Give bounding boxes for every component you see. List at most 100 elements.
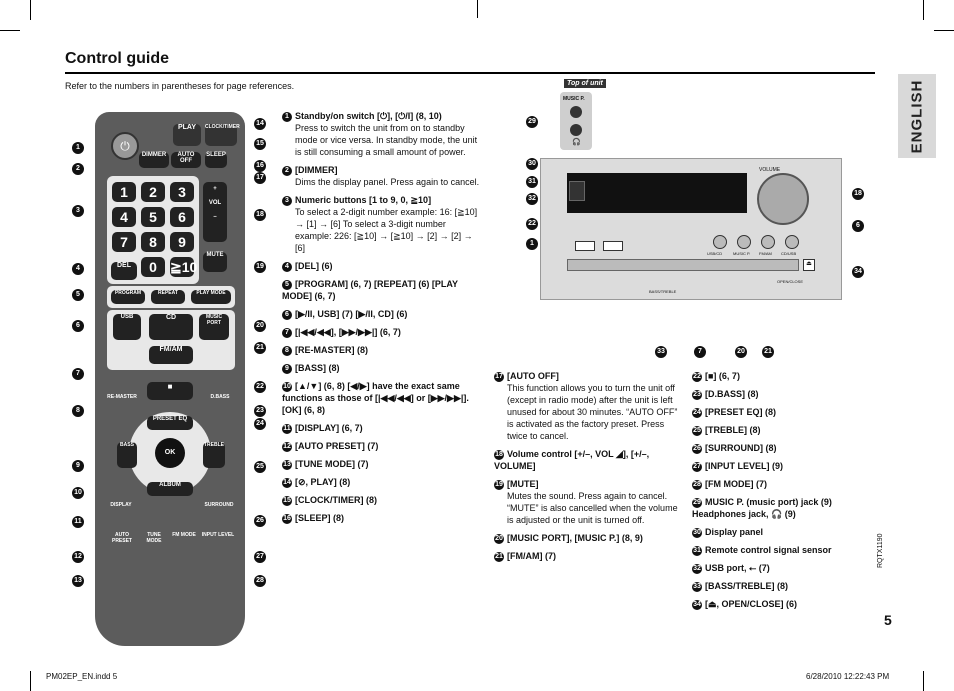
callout-18: 18	[254, 209, 266, 221]
item-number-badge: 28	[692, 479, 702, 490]
control-item: 8[RE-MASTER] (8)	[282, 344, 482, 356]
callout-20b: 20	[735, 346, 747, 358]
callout-4: 4	[72, 263, 84, 275]
fm-am-button	[761, 235, 775, 249]
bass-treble-label: BASS/TREBLE	[649, 289, 677, 294]
callout-13: 13	[72, 575, 84, 587]
stop-button	[603, 241, 623, 251]
remote-vol-key: +VOL–	[203, 182, 227, 242]
control-item: 20[MUSIC PORT], [MUSIC P.] (8, 9)	[494, 532, 684, 544]
remote-del-key: DEL	[111, 262, 137, 280]
remote-program-key: PROGRAM	[111, 290, 145, 304]
remote-digit-key: ≧10	[170, 257, 198, 277]
callout-2: 2	[72, 163, 84, 175]
usb-cd-button	[713, 235, 727, 249]
unit-caption: Top of unit	[564, 79, 606, 88]
language-tab-label: ENGLISH	[908, 79, 926, 154]
callout-17: 17	[254, 172, 266, 184]
control-item: 2[DIMMER]Dims the display panel. Press a…	[282, 164, 482, 188]
remote-digit-key: 5	[141, 207, 165, 227]
control-item: 26[SURROUND] (8)	[692, 442, 862, 454]
item-number-badge: 5	[282, 279, 292, 290]
music-p-top-label: MUSIC P.	[563, 96, 585, 102]
item-number-badge: 23	[692, 389, 702, 400]
doc-code: RQTX1190	[877, 533, 884, 569]
control-item: 27[INPUT LEVEL] (9)	[692, 460, 862, 472]
control-item-heading: 33[BASS/TREBLE] (8)	[692, 581, 788, 592]
item-number-badge: 18	[494, 449, 504, 460]
control-item: 6[▶/II, USB] (7) [▶/II, CD] (6)	[282, 308, 482, 320]
crop-mark	[30, 671, 31, 691]
callout-22: 22	[254, 381, 266, 393]
item-number-badge: 22	[692, 371, 702, 382]
remote-mute-key: MUTE	[203, 252, 227, 272]
control-item: 22[■] (6, 7)	[692, 370, 862, 382]
item-number-badge: 7	[282, 327, 292, 338]
remote-control-illustration: ⏻ PLAY CLOCK/TIMER DIMMER AUTO OFF SLEEP…	[95, 112, 245, 646]
control-item-heading: 26[SURROUND] (8)	[692, 443, 777, 454]
item-number-badge: 17	[494, 371, 504, 382]
control-item: 19[MUTE]Mutes the sound. Press again to …	[494, 478, 684, 526]
remote-display-key: DISPLAY	[110, 502, 132, 508]
item-number-badge: 31	[692, 545, 702, 556]
item-number-badge: 34	[692, 599, 702, 610]
remote-digit-key: 1	[112, 182, 136, 202]
remote-digit-key: 7	[112, 232, 136, 252]
crop-mark	[30, 0, 31, 20]
item-number-badge: 29	[692, 497, 702, 508]
remote-fm-am-key: FM/AM	[149, 346, 193, 364]
item-number-badge: 21	[494, 551, 504, 562]
control-item-heading: 10[▲/▼] (6, 8) [◀/▶] have the exact same…	[282, 381, 469, 415]
crop-mark	[923, 671, 924, 691]
remote-auto-off-key: AUTO OFF	[171, 152, 201, 168]
item-number-badge: 2	[282, 165, 292, 176]
item-number-badge: 20	[494, 533, 504, 544]
callout-8: 8	[72, 405, 84, 417]
cd-play-button	[785, 235, 799, 249]
control-item-heading: 21[FM/AM] (7)	[494, 551, 556, 562]
control-item: 28[FM MODE] (7)	[692, 478, 862, 490]
callout-20: 20	[254, 320, 266, 332]
callout-32: 32	[526, 193, 538, 205]
remote-sleep-key: SLEEP	[205, 152, 227, 168]
music-port-jack	[570, 106, 582, 118]
fm-am-label: FM/AM	[759, 251, 772, 256]
item-number-badge: 16	[282, 513, 292, 524]
item-number-badge: 33	[692, 581, 702, 592]
remote-d-bass-key: D.BASS	[210, 394, 230, 400]
usb-port	[569, 181, 585, 201]
remote-album-key: ALBUM	[147, 482, 193, 496]
control-item-heading: 11[DISPLAY] (6, 7)	[282, 423, 363, 434]
display-panel	[567, 173, 747, 213]
remote-fm-mode-key: FM MODE	[172, 532, 196, 538]
item-number-badge: 8	[282, 345, 292, 356]
top-jack-panel: MUSIC P. 🎧	[560, 92, 592, 150]
remote-digit-key: 0	[141, 257, 165, 277]
control-item-heading: 15[CLOCK/TIMER] (8)	[282, 495, 377, 506]
control-item: 15[CLOCK/TIMER] (8)	[282, 494, 482, 506]
callout-19: 19	[254, 261, 266, 273]
control-item-heading: 6[▶/II, USB] (7) [▶/II, CD] (6)	[282, 308, 482, 320]
control-item: 14[⊘, PLAY] (8)	[282, 476, 482, 488]
remote-play-mode-key: PLAY MODE	[191, 290, 231, 304]
callout-24: 24	[254, 418, 266, 430]
control-item: 34[⏏, OPEN/CLOSE] (6)	[692, 598, 862, 610]
remote-digit-key: 2	[141, 182, 165, 202]
power-icon: ⏻	[111, 132, 139, 160]
remote-music-port-key: MUSIC PORT	[199, 314, 229, 340]
music-p-label: MUSIC P.	[733, 251, 751, 256]
callout-34: 34	[852, 266, 864, 278]
control-item: 17[AUTO OFF]This function allows you to …	[494, 370, 684, 442]
remote-usb-key: USB	[113, 314, 141, 340]
control-item: 24[PRESET EQ] (8)	[692, 406, 862, 418]
callout-6: 6	[72, 320, 84, 332]
